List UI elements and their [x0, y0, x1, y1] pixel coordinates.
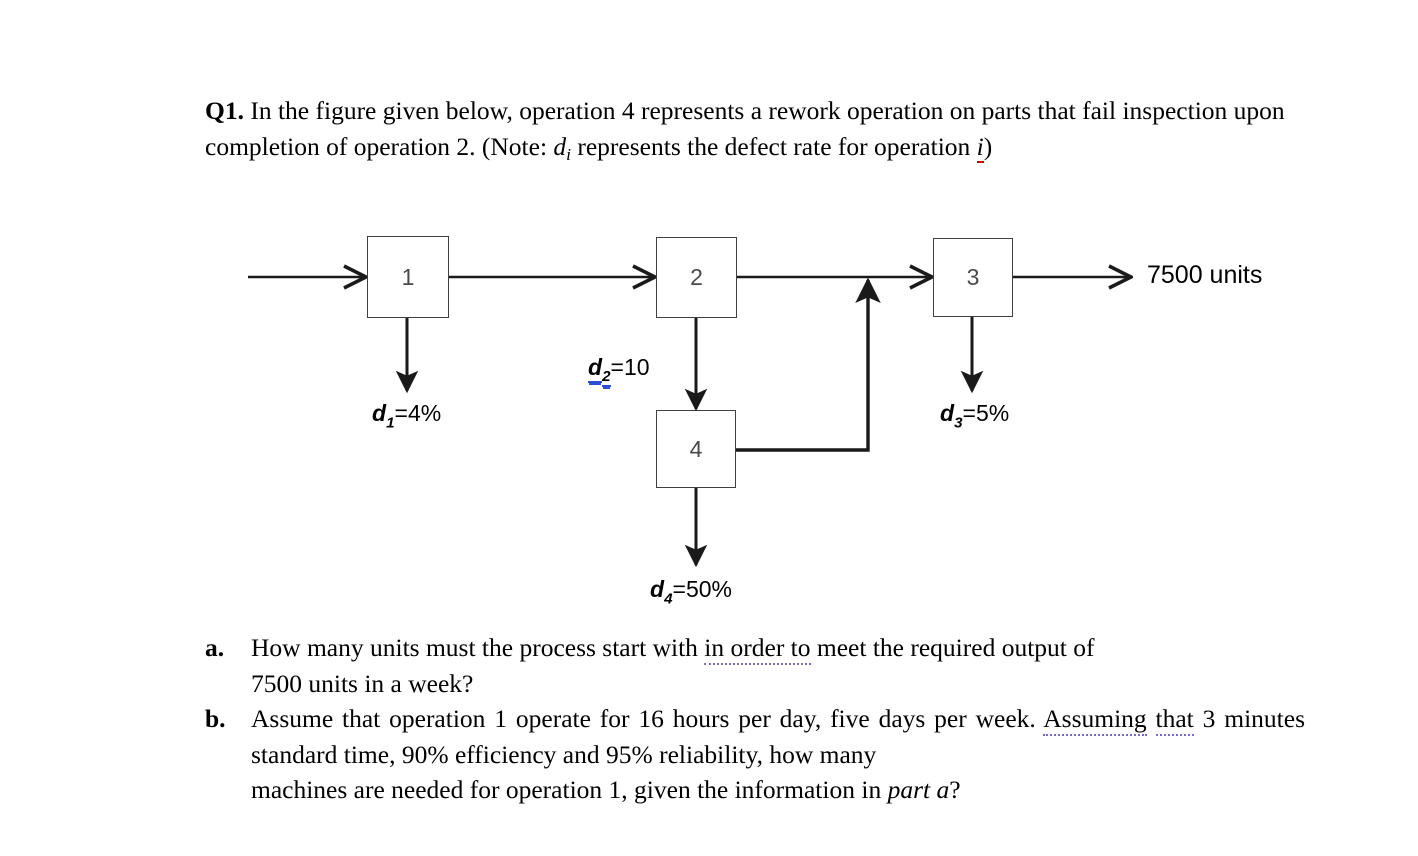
- question-stem: Q1. In the figure given below, operation…: [205, 93, 1300, 172]
- d3-value: =5%: [962, 400, 1010, 426]
- operation-box-2: 2: [656, 237, 737, 318]
- d3-subscript: 3: [954, 414, 963, 432]
- question-number: Q1.: [205, 96, 244, 125]
- operation-box-3: 3: [933, 238, 1013, 317]
- part-a-marker: a.: [205, 633, 225, 662]
- part-a-text-after: meet the required output of: [810, 633, 1095, 662]
- rework-return-path: [736, 277, 881, 452]
- d4-subscript: 4: [664, 590, 673, 608]
- question-stem-text-2: represents the defect rate for operation: [571, 131, 977, 161]
- d4-value: =50%: [672, 576, 732, 602]
- defect-rate-label-d4: d4=50%: [650, 576, 732, 607]
- d1-variable: d: [372, 400, 387, 426]
- d2-value: =10: [610, 354, 650, 380]
- grammar-flag-assuming: Assuming: [1043, 704, 1147, 736]
- variable-d: d: [553, 131, 567, 161]
- part-b-text-1: Assume that operation 1 operate for 16 h…: [251, 704, 1044, 733]
- defect-rate-label-d3: d3=5%: [940, 400, 1009, 431]
- operation-box-3-label: 3: [966, 264, 980, 290]
- d2-variable: d: [588, 354, 603, 383]
- part-a-body: How many units must the process start wi…: [251, 630, 1305, 701]
- grammar-flag-that: that: [1155, 704, 1194, 736]
- question-stem-text-1: In the figure given below, operation 4 r…: [205, 96, 1285, 161]
- defect-rate-label-d1: d1=4%: [372, 400, 441, 431]
- part-b-text-3: machines are needed for operation 1, giv…: [251, 775, 888, 804]
- operation-box-1: 1: [367, 236, 449, 318]
- defect-rate-label-d2: d2=10: [588, 354, 650, 388]
- part-a-reference: part a: [887, 775, 950, 804]
- output-quantity-label: 7500 units: [1147, 261, 1263, 289]
- misspelled-word-i: i: [976, 131, 984, 163]
- d4-variable: d: [650, 576, 665, 602]
- operation-box-4-label: 4: [689, 435, 703, 462]
- d3-variable: d: [940, 400, 955, 426]
- part-b-marker: b.: [205, 704, 226, 733]
- grammar-flag-in-order-to: in order to: [704, 633, 811, 665]
- operation-box-1-label: 1: [401, 263, 415, 290]
- part-b: b. Assume that operation 1 operate for 1…: [205, 701, 1305, 808]
- variable-d-subscript: i: [566, 144, 571, 164]
- part-b-text-4: ?: [949, 775, 961, 804]
- part-a-line2: 7500 units in a week?: [251, 668, 474, 698]
- d2-subscript: 2: [602, 368, 611, 388]
- operation-box-2-label: 2: [690, 264, 703, 290]
- part-a-text-before: How many units must the process start wi…: [251, 633, 705, 662]
- part-b-body: Assume that operation 1 operate for 16 h…: [251, 701, 1305, 808]
- question-stem-close-paren: ): [983, 131, 993, 161]
- operation-box-4-rework: 4: [656, 410, 736, 488]
- part-b-line3: machines are needed for operation 1, giv…: [251, 772, 1305, 808]
- question-parts: a. How many units must the process start…: [205, 630, 1305, 808]
- part-a: a. How many units must the process start…: [205, 630, 1305, 701]
- d1-value: =4%: [394, 400, 442, 426]
- d1-subscript: 1: [386, 414, 395, 432]
- part-b-text-2: 3 minutes standard time, 90% efficiency …: [251, 704, 1305, 769]
